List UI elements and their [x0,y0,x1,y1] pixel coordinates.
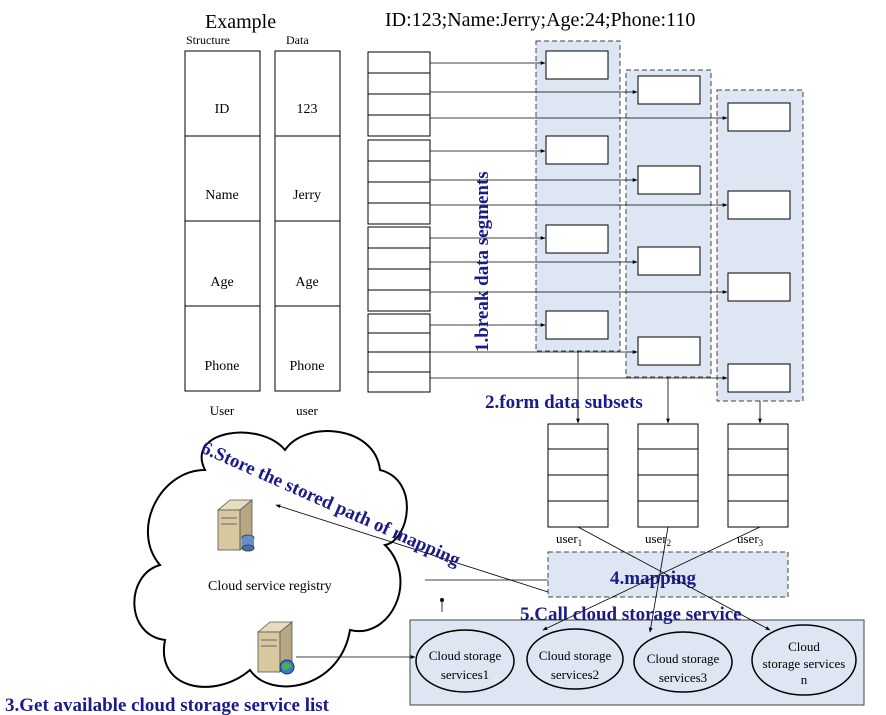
step-4-label: 4.mapping [610,568,697,589]
cloud-service-n-line1: Cloud [788,639,820,654]
data-footer: user [296,403,318,418]
data-header: Data [286,33,309,47]
segment-groups [367,51,431,393]
data-subsets [547,423,789,528]
data-table: Data 123 Jerry Age Phone user [274,33,341,418]
store-path-dot [440,598,444,602]
cloud-service-n-line3: n [801,672,808,687]
cloud-services: Cloud storage services1 Cloud storage se… [415,624,857,696]
data-value-phone: Phone [290,359,325,374]
step-3-label: 3.Get available cloud storage service li… [5,695,330,715]
example-label: Example [205,11,276,33]
registry-cloud [133,430,408,688]
cloud-service-2-line1: Cloud storage [539,648,612,663]
cloud-service-3-line2: services3 [659,670,707,685]
structure-header: Structure [186,33,230,47]
cloud-service-n[interactable]: Cloud storage services n [751,624,857,696]
structure-field-id: ID [215,102,230,117]
structure-footer: User [210,403,235,418]
structure-table: Structure ID Name Age Phone User [184,33,261,418]
data-value-age: Age [295,275,318,290]
structure-field-name: Name [205,188,238,203]
cloud-service-3-line1: Cloud storage [647,651,720,666]
store-path-arrow [275,504,549,593]
cloud-service-n-line2: storage services [763,656,846,671]
list-server-icon [256,621,295,675]
structure-field-phone: Phone [205,359,240,374]
panel-boxes [545,50,791,393]
cloud-service-1[interactable]: Cloud storage services1 [415,629,515,693]
cloud-service-2-line2: services2 [551,667,599,682]
segment-arrows [430,61,728,380]
registry-label: Cloud service registry [208,579,332,594]
mapping-lines [425,526,771,633]
step-1-label: 1.break data segments [472,171,493,352]
data-value-id: 123 [297,102,318,117]
step-2-label: 2.form data subsets [485,392,643,413]
user-1-label: user1 [556,531,582,548]
step-5-label: 5.Call cloud storage service [520,604,742,625]
cloud-service-1-line1: Cloud storage [429,648,502,663]
cloud-service-2[interactable]: Cloud storage services2 [526,628,624,690]
cloud-service-1-line2: services1 [441,667,489,682]
column-panels [535,40,804,402]
mapping-box [547,551,789,598]
user-3-label: user3 [737,531,764,548]
subset-arrows [576,351,762,424]
cloud-service-3[interactable]: Cloud storage services3 [633,631,733,693]
structure-field-age: Age [210,275,233,290]
record-string: ID:123;Name:Jerry;Age:24;Phone:110 [385,9,695,31]
user-2-label: user2 [645,531,671,548]
registry-server-icon [216,499,255,552]
data-value-name: Jerry [293,188,321,203]
